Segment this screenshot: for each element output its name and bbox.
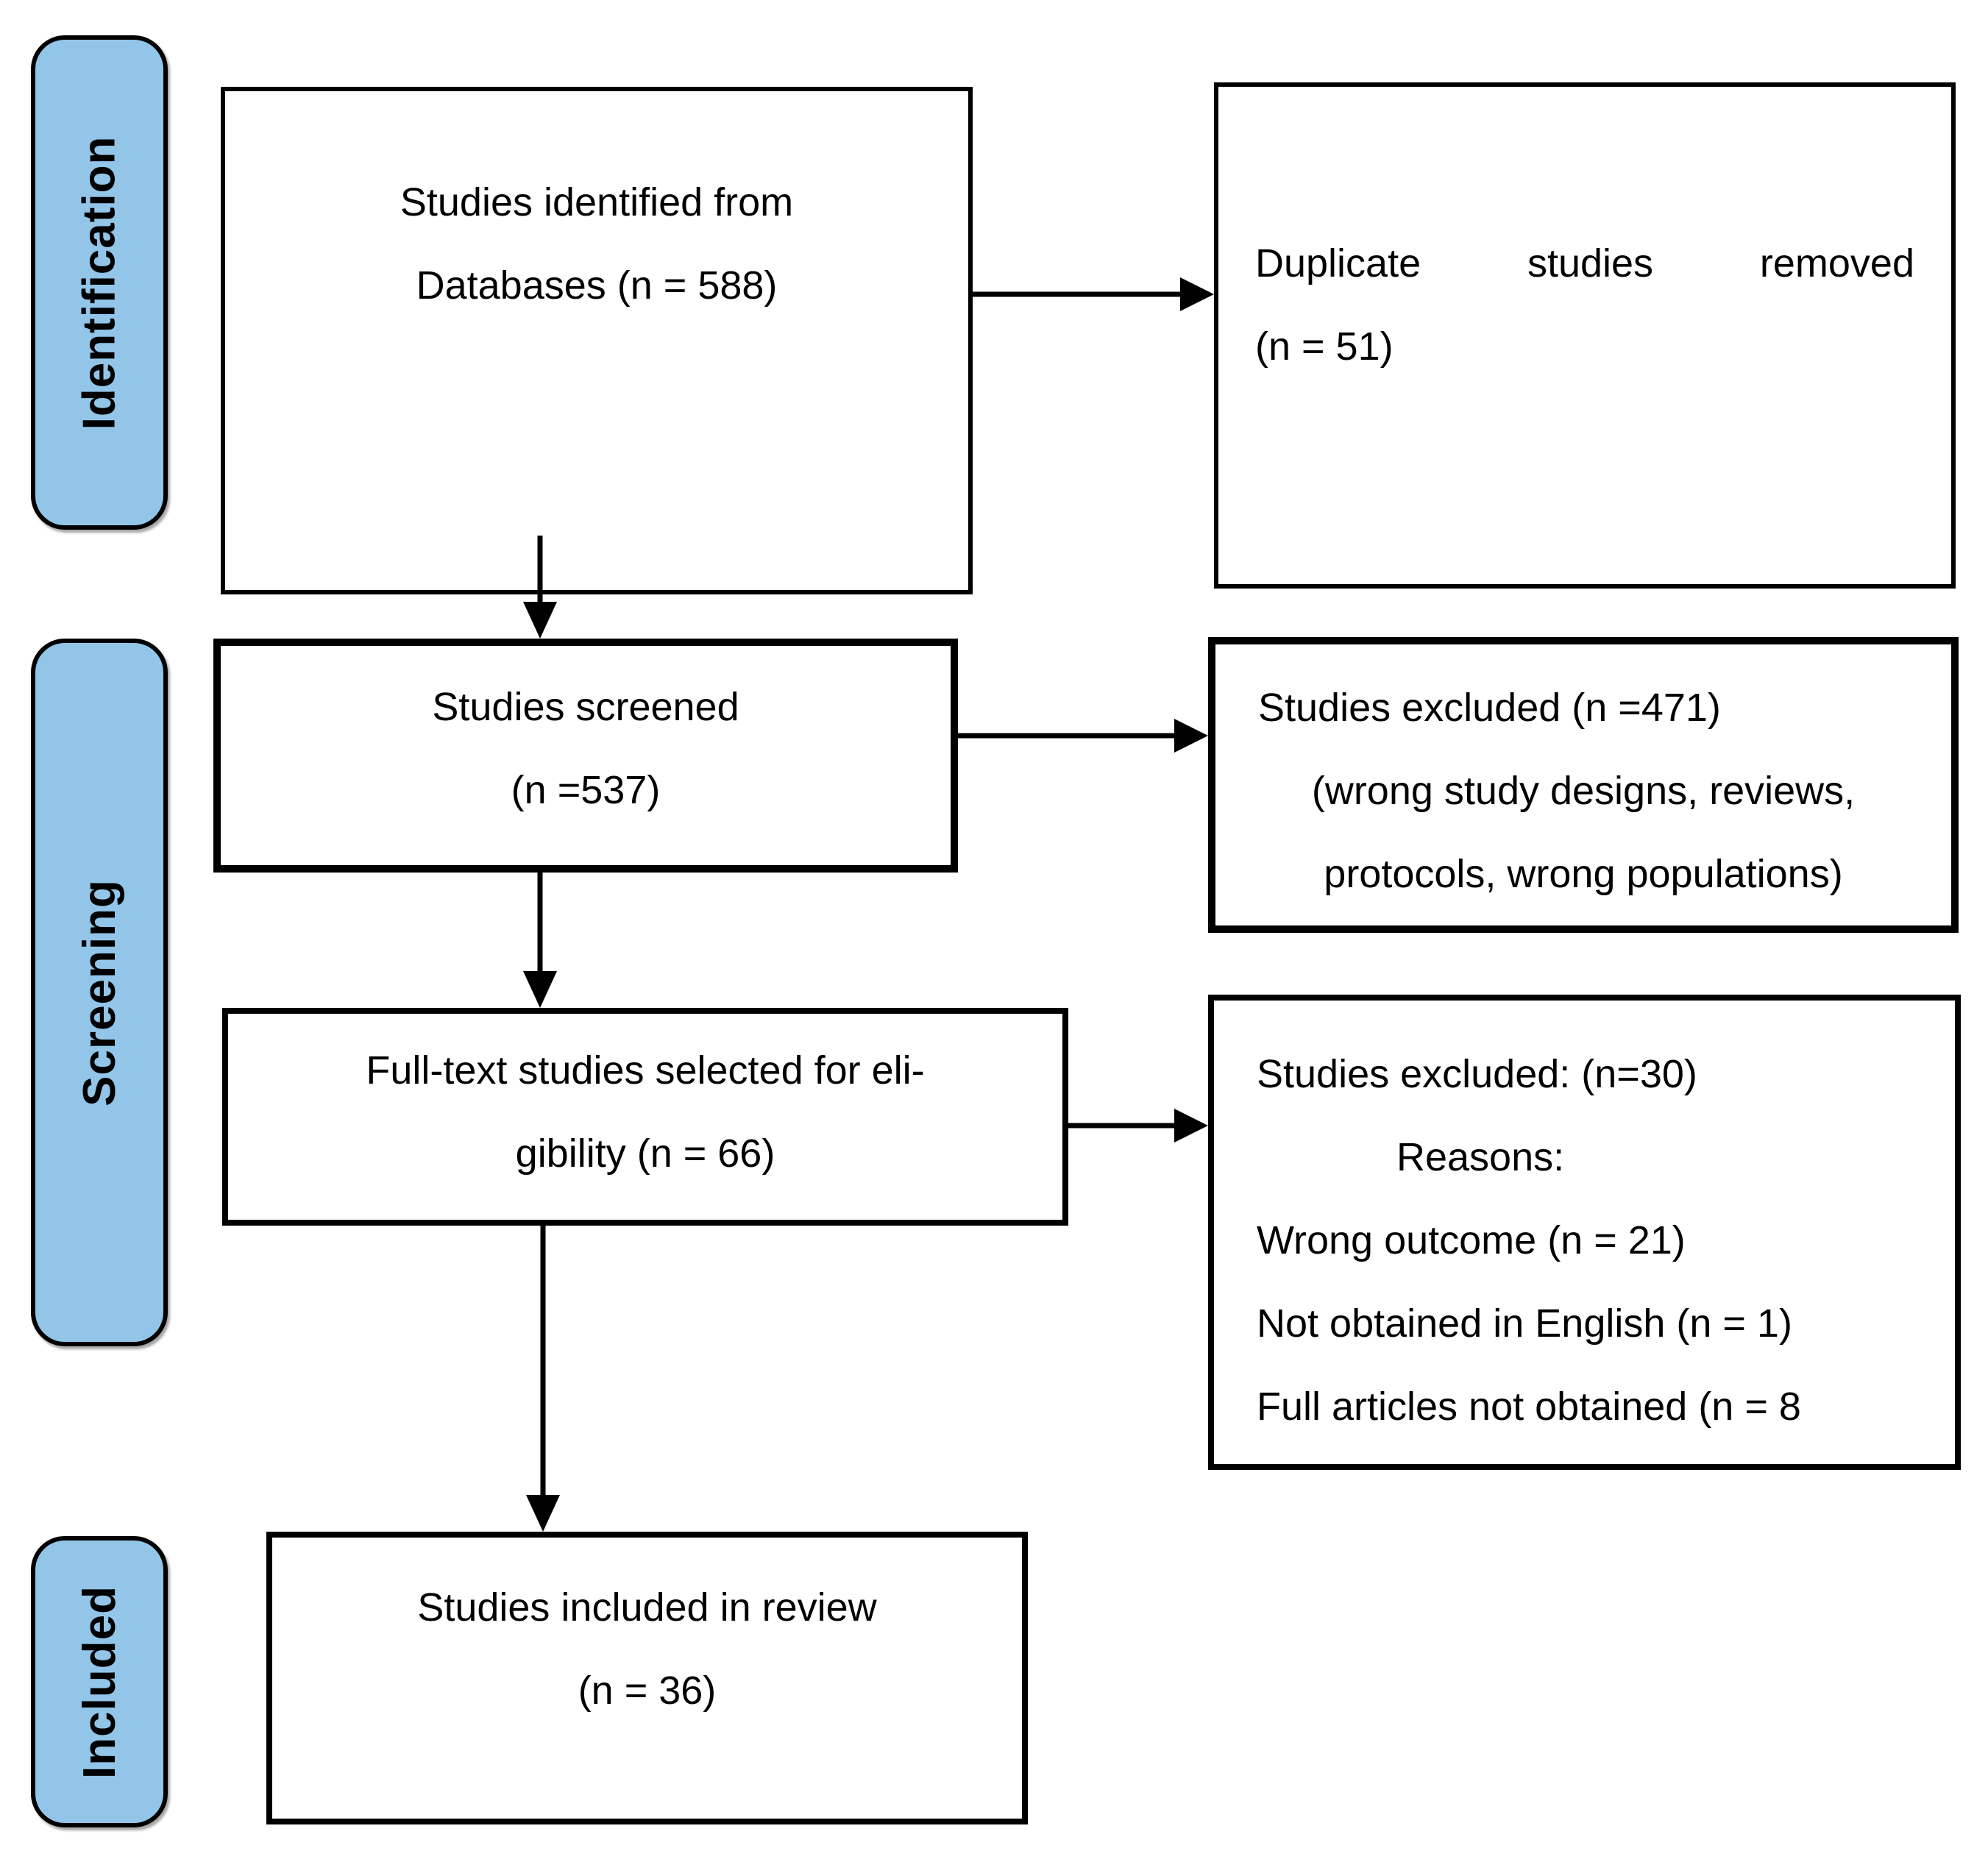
arrow-screened-to-fulltext [523, 873, 557, 1008]
box-text-line: (n =537) [511, 768, 661, 812]
box-text-line: gibility (n = 66) [515, 1131, 775, 1176]
arrow-fulltext-to-excluded [1068, 1109, 1208, 1143]
arrow-shaft [958, 733, 1179, 739]
box-text-line: Duplicate studies removed [1255, 241, 1914, 285]
box-text-line: Not obtained in English (n = 1) [1257, 1301, 1792, 1346]
box-text-line: (n = 36) [578, 1669, 717, 1713]
arrow-fulltext-to-included [526, 1226, 560, 1532]
box-text-line: (n = 51) [1255, 324, 1394, 369]
box-studies-excluded-screening: Studies excluded (n =471) (wrong study d… [1208, 637, 1959, 933]
box-duplicate-studies-removed: Duplicate studies removed (n = 51) [1214, 82, 1956, 589]
arrow-shaft [537, 536, 543, 606]
stage-label-text: Included [74, 1585, 125, 1779]
arrow-head-icon [1174, 1109, 1208, 1143]
box-fulltext-eligibility: Full-text studies selected for eli- gibi… [222, 1008, 1068, 1226]
box-text-line: Full-text studies selected for eli- [366, 1048, 925, 1092]
arrow-head-icon [1180, 277, 1214, 311]
box-text-line: Studies included in review [417, 1585, 877, 1630]
box-text-line: Wrong outcome (n = 21) [1257, 1218, 1686, 1262]
arrow-head-icon [526, 1495, 560, 1532]
box-text-line: Studies excluded: (n=30) [1257, 1052, 1697, 1096]
stage-label-identification: Identification [31, 35, 168, 530]
stage-label-screening: Screening [31, 639, 168, 1346]
stage-label-included: Included [31, 1536, 168, 1827]
arrow-identified-to-screened [523, 536, 557, 639]
box-text-line: Studies identified from [400, 180, 794, 224]
arrow-shaft [973, 291, 1185, 297]
box-text-line: Databases (n = 588) [416, 263, 778, 308]
arrow-head-icon [523, 602, 557, 639]
box-text-line: Full articles not obtained (n = 8 [1257, 1385, 1801, 1429]
box-text-line: Studies screened [432, 685, 739, 729]
arrow-shaft [537, 873, 543, 976]
arrow-shaft [1068, 1123, 1179, 1129]
box-text-line: Studies excluded (n =471) [1258, 686, 1721, 730]
arrow-head-icon [1174, 719, 1208, 753]
box-studies-excluded-fulltext: Studies excluded: (n=30) Reasons: Wrong … [1208, 995, 1961, 1470]
box-text-line: (wrong study designs, reviews, [1311, 769, 1856, 813]
arrow-identified-to-duplicates [973, 277, 1214, 311]
box-text-line: protocols, wrong populations) [1324, 852, 1843, 896]
stage-label-text: Identification [74, 135, 125, 430]
arrow-shaft [540, 1226, 546, 1499]
box-studies-included: Studies included in review (n = 36) [266, 1532, 1028, 1824]
box-studies-screened: Studies screened (n =537) [213, 639, 958, 873]
box-studies-identified: Studies identified from Databases (n = 5… [221, 87, 973, 594]
box-text-line: Reasons: [1396, 1135, 1565, 1179]
arrow-head-icon [523, 971, 557, 1008]
stage-label-text: Screening [74, 878, 125, 1106]
arrow-screened-to-excluded [958, 719, 1208, 753]
